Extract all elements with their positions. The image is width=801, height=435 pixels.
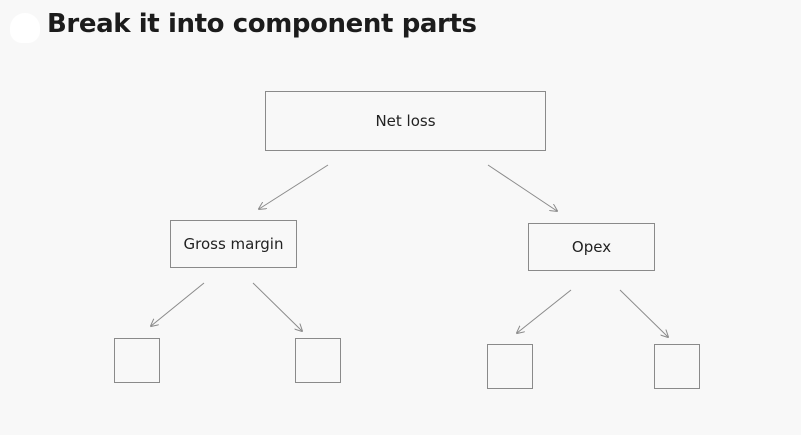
title-bullet-shape (10, 13, 40, 43)
arrow-opex-to-leaf-4 (619, 289, 668, 337)
leaf-box-gross-margin-2 (295, 338, 341, 383)
arrow-root-to-gross-margin (259, 164, 329, 209)
node-gross-margin: Gross margin (170, 220, 297, 268)
arrow-gross-margin-to-leaf-2 (252, 282, 302, 331)
arrow-opex-to-leaf-3 (517, 289, 572, 333)
arrow-root-to-opex (487, 164, 557, 211)
leaf-box-gross-margin-1 (114, 338, 160, 383)
leaf-box-opex-1 (487, 344, 533, 389)
node-net-loss-label: Net loss (375, 112, 436, 130)
leaf-box-opex-2 (654, 344, 700, 389)
node-opex: Opex (528, 223, 655, 271)
arrow-gross-margin-to-leaf-1 (151, 282, 205, 326)
node-opex-label: Opex (571, 238, 612, 256)
slide-title: Break it into component parts (47, 9, 477, 39)
node-net-loss: Net loss (265, 91, 546, 151)
node-gross-margin-label: Gross margin (183, 235, 284, 253)
